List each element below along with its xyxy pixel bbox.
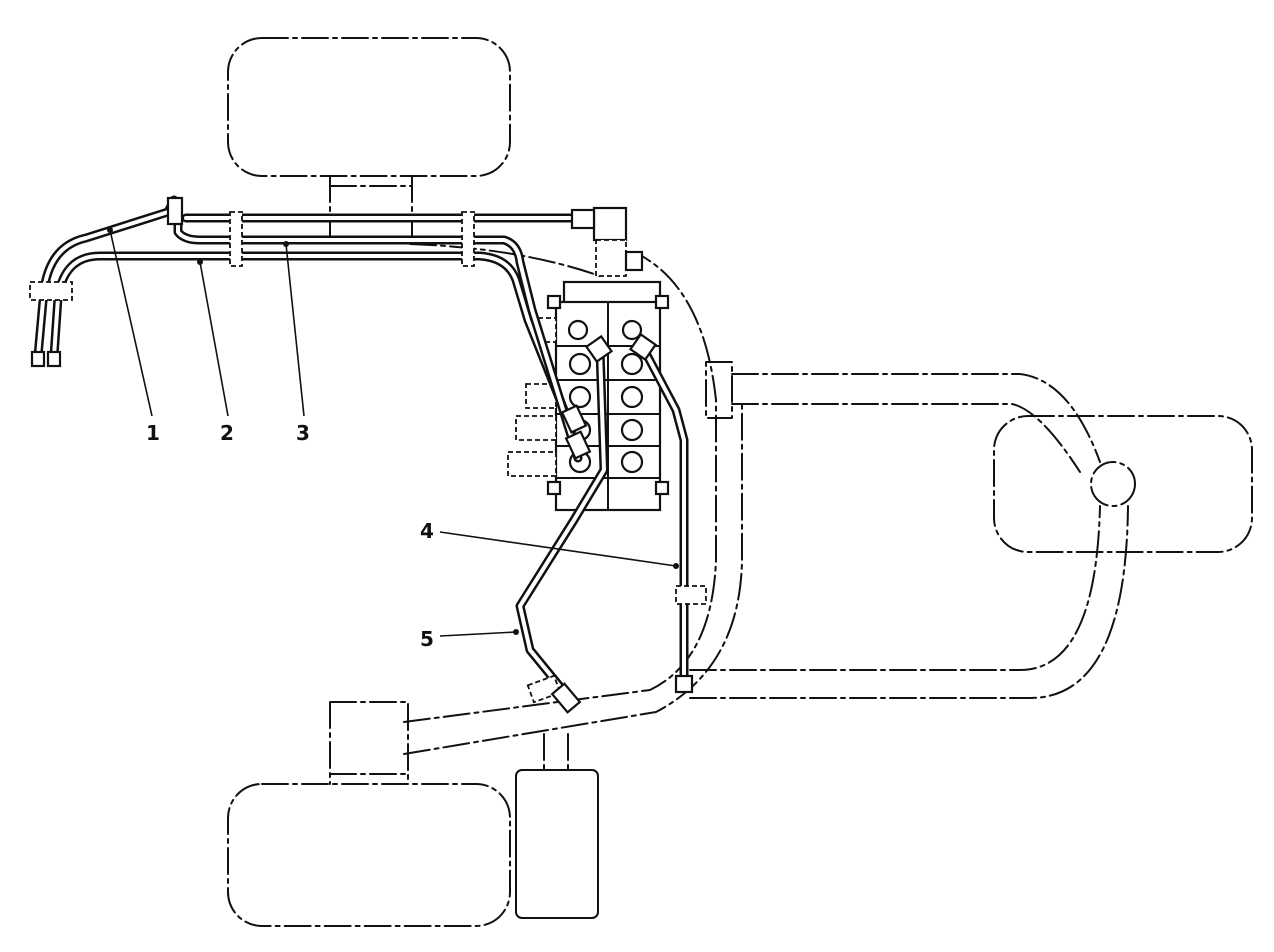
valve-lug-top-right [654, 294, 670, 310]
leader-4 [439, 531, 677, 567]
tube-3-core [176, 212, 580, 460]
leader-1 [109, 229, 153, 417]
valve-lug-bottom-left [546, 480, 562, 496]
tractor-phantom-outline [227, 37, 1253, 927]
frame-crossbar-upper [731, 373, 1101, 463]
loader-frame-inner [403, 399, 743, 755]
clamp-top-b [461, 211, 475, 267]
callout-4: 4 [420, 519, 434, 543]
tube-2 [49, 251, 577, 435]
tube-2-end-fitting [46, 350, 62, 368]
leader-2 [199, 261, 229, 417]
callout-1: 1 [146, 421, 160, 445]
valve-port-left-1 [567, 319, 589, 341]
callout-2: 2 [220, 421, 234, 445]
callout-5: 5 [420, 627, 434, 651]
hydraulic-tubes [33, 195, 689, 699]
callout-3: 3 [296, 421, 310, 445]
frame-lower-rail [689, 505, 1101, 671]
frame-mount-block [705, 361, 733, 419]
tube-3-valve-fitting [564, 430, 592, 460]
tube-2-core [52, 254, 574, 432]
valve-head [562, 280, 662, 306]
rear-wheel-top [227, 37, 511, 177]
frame-crossbar-lower [731, 403, 1081, 473]
tube-5-end-fitting [550, 682, 582, 714]
valve-top-fitting [592, 206, 628, 242]
fittings [29, 196, 707, 714]
tube-4-core [638, 340, 686, 686]
leader-3 [285, 243, 305, 417]
axle-housing-bottom [329, 701, 409, 785]
valve-port-left-3 [568, 385, 592, 409]
valve-port-right-4 [620, 418, 644, 442]
valve-lug-bottom-right [654, 480, 670, 496]
leader-5 [439, 631, 517, 637]
left-clamp [29, 281, 73, 301]
rear-wheel-bottom [227, 783, 511, 927]
axle-stub-top [329, 175, 413, 245]
valve-top-body [595, 239, 627, 277]
tube-4-clamp [675, 585, 707, 605]
leader-1-dot [107, 227, 113, 233]
valve-port-right-2 [620, 352, 644, 376]
spool-end-4 [507, 451, 557, 477]
frame-lower-rail-outer [689, 505, 1129, 699]
valve-port-left-2 [568, 352, 592, 376]
leader-2-dot [197, 259, 203, 265]
front-wheel [993, 415, 1253, 553]
tube-4-top-fitting [628, 332, 658, 362]
tube-5-top-fitting [584, 334, 614, 364]
tee-fitting [166, 196, 184, 226]
clamp-top-a [229, 211, 243, 267]
step-support [543, 733, 569, 771]
valve-port-right-3 [620, 385, 644, 409]
leader-3-dot [283, 241, 289, 247]
callout-labels: 1 2 3 4 5 [146, 421, 434, 651]
valve-lug-top-left [546, 294, 562, 310]
guide-line-a [409, 243, 601, 277]
valve-port-right-5 [620, 450, 644, 474]
valve-port-right-1 [621, 319, 643, 341]
front-axle-pivot [1090, 461, 1136, 507]
tube-5-core [518, 348, 606, 696]
spool-end-3 [515, 415, 557, 441]
step-block [515, 769, 599, 919]
leader-4-dot [673, 563, 679, 569]
top-long-end-fitting [570, 208, 596, 230]
tube-2-valve-fitting [560, 404, 588, 434]
tube-4-end-fitting [674, 674, 694, 694]
valve-side-fitting [624, 250, 644, 272]
leader-lines [107, 227, 679, 637]
loader-frame [403, 254, 717, 723]
tube-1-end-fitting [30, 350, 46, 368]
tube-5-clamp [526, 674, 562, 704]
leader-5-dot [513, 629, 519, 635]
